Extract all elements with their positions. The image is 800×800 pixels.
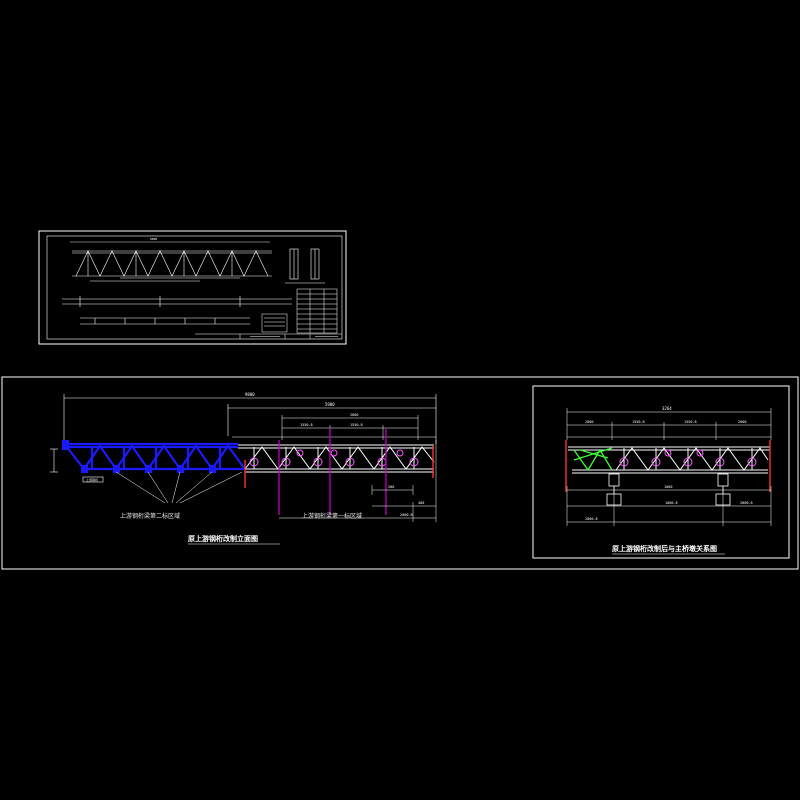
elevation-dim-phase1-label: 5900 — [325, 402, 335, 407]
elevation-dim-bottom-c: 2000.8 — [400, 513, 413, 517]
relation-title: 原上游钢桁改制后与主桥墩关系图 — [612, 544, 717, 553]
elevation-phase2-nodes — [62, 440, 216, 473]
overview-dim-top: 9800 — [150, 237, 157, 241]
elevation-dim-overall-label: 9800 — [245, 392, 255, 397]
overview-mini-truss — [72, 250, 272, 282]
elevation-panel: 9800 5900 2000 1550.8 1550.8 — [1, 376, 799, 570]
relation-dim-mid-label: 1000 — [664, 485, 672, 489]
relation-green-detail — [573, 447, 613, 472]
elevation-dim-bottom-b: 400 — [418, 501, 424, 505]
relation-dim-bottom-b: 1000.8 — [665, 501, 678, 505]
elevation-dim-inner — [232, 415, 436, 440]
elevation-title: 原上游钢桁改制立面图 — [188, 534, 258, 543]
relation-dim-top — [566, 408, 772, 440]
relation-dim-bottom-c: 2000.8 — [740, 501, 753, 505]
overview-mini-plan — [62, 296, 292, 325]
elevation-section-markers — [278, 428, 387, 515]
overview-mini-section — [285, 248, 325, 284]
overview-sheet-outer-frame — [38, 230, 347, 345]
relation-panel: 3264 2000 1550.8 1550.8 2000 — [532, 385, 790, 559]
elevation-left-bearing — [50, 448, 104, 483]
elevation-dim-inner-c: 1550.8 — [350, 423, 363, 427]
overview-sheet-inner-frame — [46, 235, 343, 340]
elevation-dim-phase1 — [227, 404, 436, 436]
relation-truss — [568, 446, 770, 474]
relation-dim-inner-a: 2000 — [585, 420, 593, 424]
elevation-red-markers — [244, 446, 434, 488]
elevation-callout: 上游钢桁 — [86, 477, 98, 482]
overview-sheet: 9800 — [38, 230, 347, 345]
elevation-phase1-truss — [238, 444, 435, 473]
elevation-dim-inner-a: 2000 — [350, 413, 358, 417]
relation-dim-inner-c: 1550.8 — [684, 420, 697, 424]
overview-notes-table — [261, 288, 338, 334]
relation-dim-top-label: 3264 — [662, 406, 672, 411]
elevation-dim-overall — [63, 394, 437, 444]
relation-dim-inner-b: 1550.8 — [632, 420, 645, 424]
elevation-region-label-phase1: 上游钢桁梁第一标区域 — [302, 512, 362, 520]
elevation-dim-bottom-a: 200 — [388, 485, 394, 489]
elevation-dim-inner-b: 1550.8 — [300, 423, 313, 427]
elevation-phase2-truss — [65, 442, 246, 471]
relation-dim-bottom-a: 2000.8 — [585, 517, 598, 521]
elevation-dim-bottom — [279, 440, 437, 522]
relation-panel-frame — [532, 385, 790, 559]
relation-support-rings — [619, 449, 757, 467]
elevation-leader-lines — [115, 471, 243, 504]
overview-title-block — [195, 333, 342, 339]
relation-dim-inner-d: 2000 — [738, 420, 746, 424]
elevation-panel-frame — [1, 376, 799, 570]
relation-dim-bottom — [566, 486, 772, 526]
relation-red-markers — [565, 440, 771, 492]
elevation-region-label-phase2: 上游钢桁梁第二标区域 — [120, 512, 180, 520]
